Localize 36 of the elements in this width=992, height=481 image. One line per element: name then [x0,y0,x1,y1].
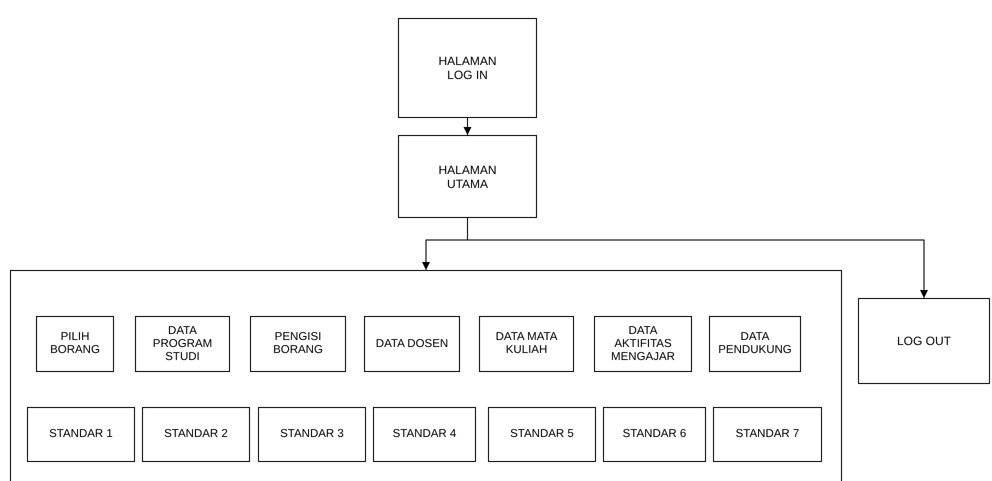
process-box [373,407,476,462]
box-label: HALAMAN LOG IN [437,54,498,82]
box-label: DATA AKTIFITAS MENGAJAR [610,324,676,364]
container-box [10,270,842,481]
process-box [135,316,230,372]
box-label: DATA PENDUKUNG [718,331,792,357]
process-box [398,135,537,218]
process-box [713,407,822,462]
box-label: STANDAR 2 [164,428,228,441]
process-box [27,407,135,462]
box-label: STANDAR 1 [49,428,113,441]
box-label: STANDAR 7 [736,428,800,441]
box-label: STANDAR 5 [510,428,574,441]
process-box [364,316,460,372]
box-label: STANDAR 6 [622,428,686,441]
box-label: PENGISI BORANG [272,331,324,357]
process-box [142,407,250,462]
process-box [603,407,706,462]
process-box [250,316,346,372]
box-label: DATA PROGRAM STUDI [152,324,214,364]
box-label: STANDAR 4 [392,428,456,441]
process-box [258,407,366,462]
box-label: DATA DOSEN [376,338,448,350]
process-box [858,298,990,384]
process-box [488,407,596,462]
box-label: PILIH BORANG [49,331,101,357]
process-box [36,316,114,372]
process-box [594,316,692,372]
box-label: LOG OUT [896,334,951,348]
arrow [464,118,472,136]
process-box [709,316,801,372]
process-box [479,316,574,372]
box-label: STANDAR 3 [280,428,344,441]
box-label: DATA MATA KULIAH [494,331,558,357]
box-label: HALAMAN UTAMA [437,162,498,190]
process-box [398,18,537,118]
